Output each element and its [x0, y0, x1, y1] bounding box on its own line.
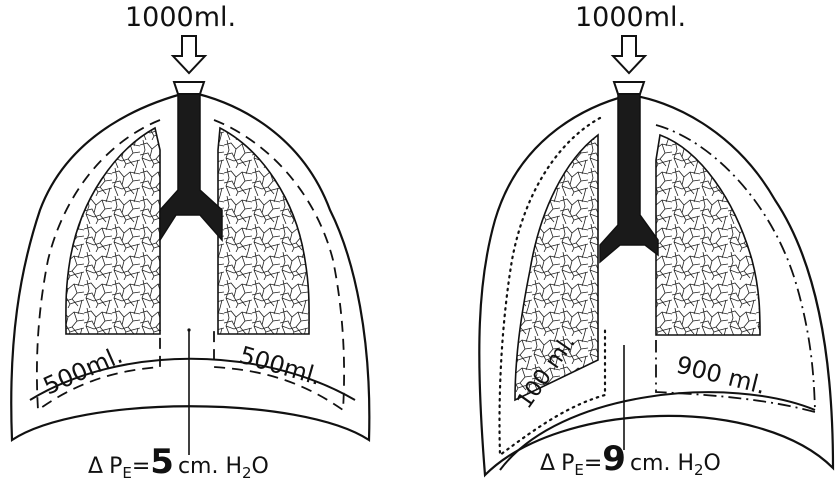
left-pleural-dot [187, 328, 190, 331]
left-inflow-label: 1000ml. [125, 2, 236, 33]
left-unit-sub: 2 [242, 464, 252, 482]
left-delta-symbol: Δ [88, 454, 103, 479]
right-delta-symbol: Δ [540, 451, 555, 476]
right-unit-end: O [704, 451, 721, 476]
right-pressure-value: 9 [602, 439, 626, 479]
right-equals: = [584, 451, 602, 476]
left-airway-mouth [174, 82, 204, 94]
right-inflow-label: 1000ml. [575, 2, 686, 33]
left-inflow-arrow-icon [173, 36, 205, 73]
right-p-label: P [561, 451, 574, 476]
right-airway-mouth [614, 82, 644, 94]
left-unit: cm. H [178, 454, 242, 479]
right-unit-sub: 2 [694, 461, 704, 479]
right-p-subscript: E [574, 461, 583, 479]
right-inflow-arrow-icon [613, 36, 645, 73]
left-pressure-value: 5 [150, 442, 174, 482]
left-unit-end: O [252, 454, 269, 479]
left-p-label: P [109, 454, 122, 479]
right-unit: cm. H [630, 451, 694, 476]
left-p-subscript: E [122, 464, 131, 482]
left-equals: = [132, 454, 150, 479]
